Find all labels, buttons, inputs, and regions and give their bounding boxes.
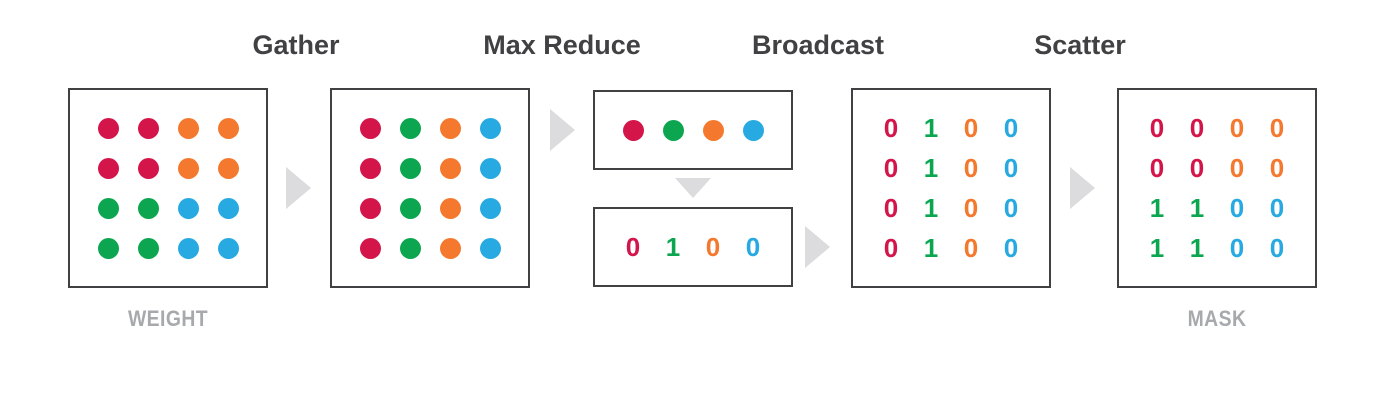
value-0: 0 xyxy=(625,232,641,262)
value-0: 0 xyxy=(963,153,979,183)
blue-dot xyxy=(177,197,199,219)
stage-label-gather: Gather xyxy=(252,30,340,60)
value-0: 0 xyxy=(1003,153,1019,183)
weight-caption: WEIGHT xyxy=(127,306,209,331)
max-reduced-row-box xyxy=(593,90,793,170)
stage-label-scatter: Scatter xyxy=(1034,30,1126,60)
value-0: 0 xyxy=(1149,113,1165,143)
value-1: 1 xyxy=(1189,193,1205,223)
green-dot xyxy=(399,237,421,259)
value-0: 0 xyxy=(705,232,721,262)
max-reduce-arrow-icon xyxy=(550,109,575,151)
blue-dot xyxy=(479,197,501,219)
red-dot xyxy=(359,117,381,139)
blue-dot xyxy=(217,237,239,259)
weight-dot-grid xyxy=(88,108,248,268)
blue-dot xyxy=(479,157,501,179)
stage-label-broadcast: Broadcast xyxy=(751,30,885,60)
value-0: 0 xyxy=(883,193,899,223)
weight-matrix-box xyxy=(68,88,268,288)
value-0: 0 xyxy=(1189,113,1205,143)
green-dot xyxy=(97,237,119,259)
red-dot xyxy=(97,117,119,139)
value-0: 0 xyxy=(1003,233,1019,263)
red-dot xyxy=(359,237,381,259)
value-0: 0 xyxy=(1229,193,1245,223)
value-1: 1 xyxy=(1149,193,1165,223)
value-0: 0 xyxy=(1229,233,1245,263)
green-dot xyxy=(137,237,159,259)
value-0: 0 xyxy=(883,153,899,183)
value-0: 0 xyxy=(1269,113,1285,143)
blue-dot xyxy=(479,117,501,139)
green-dot xyxy=(97,197,119,219)
broadcast-arrow-icon xyxy=(805,226,830,268)
stage-label-max-reduce: Max Reduce xyxy=(483,30,641,60)
blue-dot xyxy=(177,237,199,259)
green-dot xyxy=(662,119,684,141)
value-1: 1 xyxy=(923,193,939,223)
orange-dot xyxy=(217,117,239,139)
value-0: 0 xyxy=(883,113,899,143)
value-1: 1 xyxy=(665,232,681,262)
orange-dot xyxy=(439,157,461,179)
orange-dot xyxy=(439,197,461,219)
orange-dot xyxy=(177,117,199,139)
value-0: 0 xyxy=(1269,153,1285,183)
value-1: 1 xyxy=(923,113,939,143)
red-dot xyxy=(97,157,119,179)
down-arrow-icon xyxy=(675,178,711,198)
blue-dot xyxy=(742,119,764,141)
value-0: 0 xyxy=(1003,193,1019,223)
gathered-dot-grid xyxy=(350,108,510,268)
red-dot xyxy=(359,197,381,219)
red-dot xyxy=(622,119,644,141)
max-reduced-dot-row xyxy=(613,110,773,150)
blue-dot xyxy=(217,197,239,219)
value-0: 0 xyxy=(963,113,979,143)
gather-arrow-icon xyxy=(286,167,311,209)
blue-dot xyxy=(479,237,501,259)
green-dot xyxy=(399,117,421,139)
value-0: 0 xyxy=(1189,153,1205,183)
orange-dot xyxy=(702,119,724,141)
value-1: 1 xyxy=(923,153,939,183)
scatter-arrow-icon xyxy=(1070,167,1095,209)
value-1: 1 xyxy=(923,233,939,263)
green-dot xyxy=(399,197,421,219)
value-1: 1 xyxy=(1189,233,1205,263)
gathered-matrix-box xyxy=(330,88,530,288)
value-0: 0 xyxy=(963,193,979,223)
orange-dot xyxy=(217,157,239,179)
value-1: 1 xyxy=(1149,233,1165,263)
red-dot xyxy=(137,157,159,179)
value-0: 0 xyxy=(745,232,761,262)
mask-caption: MASK xyxy=(1187,306,1247,331)
red-dot xyxy=(137,117,159,139)
value-0: 0 xyxy=(1149,153,1165,183)
value-0: 0 xyxy=(1229,113,1245,143)
value-0: 0 xyxy=(1003,113,1019,143)
value-0: 0 xyxy=(883,233,899,263)
red-dot xyxy=(359,157,381,179)
value-0: 0 xyxy=(963,233,979,263)
orange-dot xyxy=(439,117,461,139)
green-dot xyxy=(399,157,421,179)
orange-dot xyxy=(439,237,461,259)
green-dot xyxy=(137,197,159,219)
value-0: 0 xyxy=(1269,233,1285,263)
orange-dot xyxy=(177,157,199,179)
value-0: 0 xyxy=(1229,153,1245,183)
value-0: 0 xyxy=(1269,193,1285,223)
